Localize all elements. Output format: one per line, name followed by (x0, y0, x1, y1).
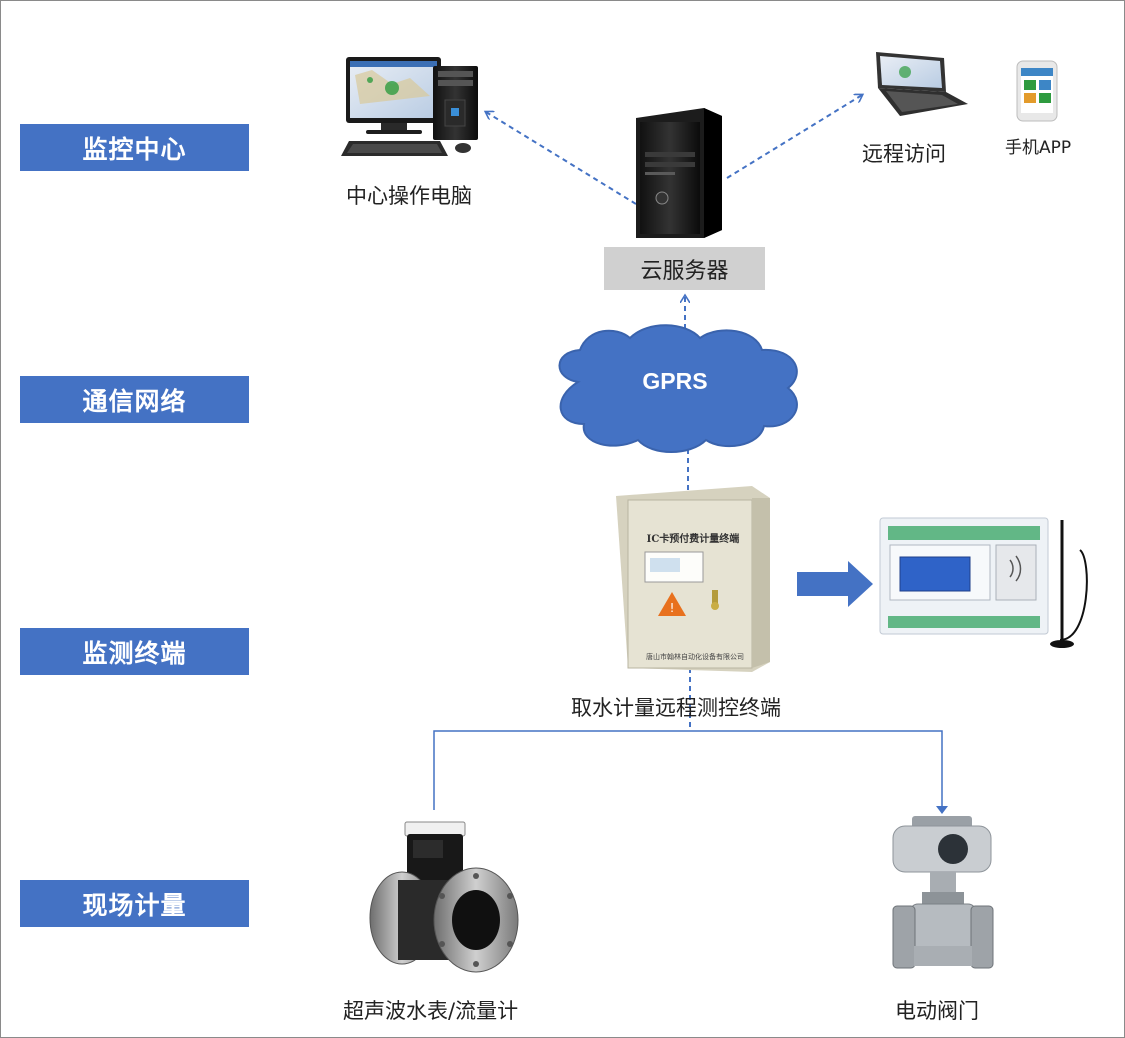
remote-laptop-image (876, 52, 968, 116)
controller-module-image (879, 517, 1088, 648)
mobile-app-label: 手机APP (1005, 138, 1072, 158)
layer-communication-network: 通信网络 (20, 376, 249, 423)
arrow-server-to-remote (726, 95, 862, 179)
cloud-server-label: 云服务器 (604, 247, 765, 290)
terminal-cabinet-image: ! (616, 486, 770, 672)
electric-valve-image (892, 816, 994, 969)
electric-valve-label: 电动阀门 (895, 999, 979, 1023)
connector-meter (433, 730, 690, 810)
center-pc-image (341, 57, 478, 156)
gprs-cloud (558, 324, 798, 453)
layer-monitoring-center: 监控中心 (20, 124, 249, 171)
flow-meter-label: 超声波水表/流量计 (343, 999, 519, 1023)
terminal-label: 取水计量远程测控终端 (571, 696, 781, 720)
center-pc-label: 中心操作电脑 (346, 184, 472, 208)
terminal-box-footer: 唐山市翰林自动化设备有限公司 (646, 653, 744, 661)
network-label: GPRS (642, 368, 708, 394)
layer-monitoring-terminal: 监测终端 (20, 628, 249, 675)
arrow-server-to-center-pc (486, 112, 637, 205)
cloud-server-image (636, 108, 722, 238)
connector-valve (690, 730, 948, 814)
layer-field-metering: 现场计量 (20, 880, 249, 927)
terminal-box-title: IC卡预付费计量终端 (646, 534, 740, 545)
block-arrow-terminal-to-controller (797, 561, 873, 607)
flow-meter-image (369, 821, 519, 973)
mobile-phone-image (1016, 60, 1058, 122)
remote-access-label: 远程访问 (862, 142, 946, 166)
svg-text:!: ! (670, 601, 675, 615)
